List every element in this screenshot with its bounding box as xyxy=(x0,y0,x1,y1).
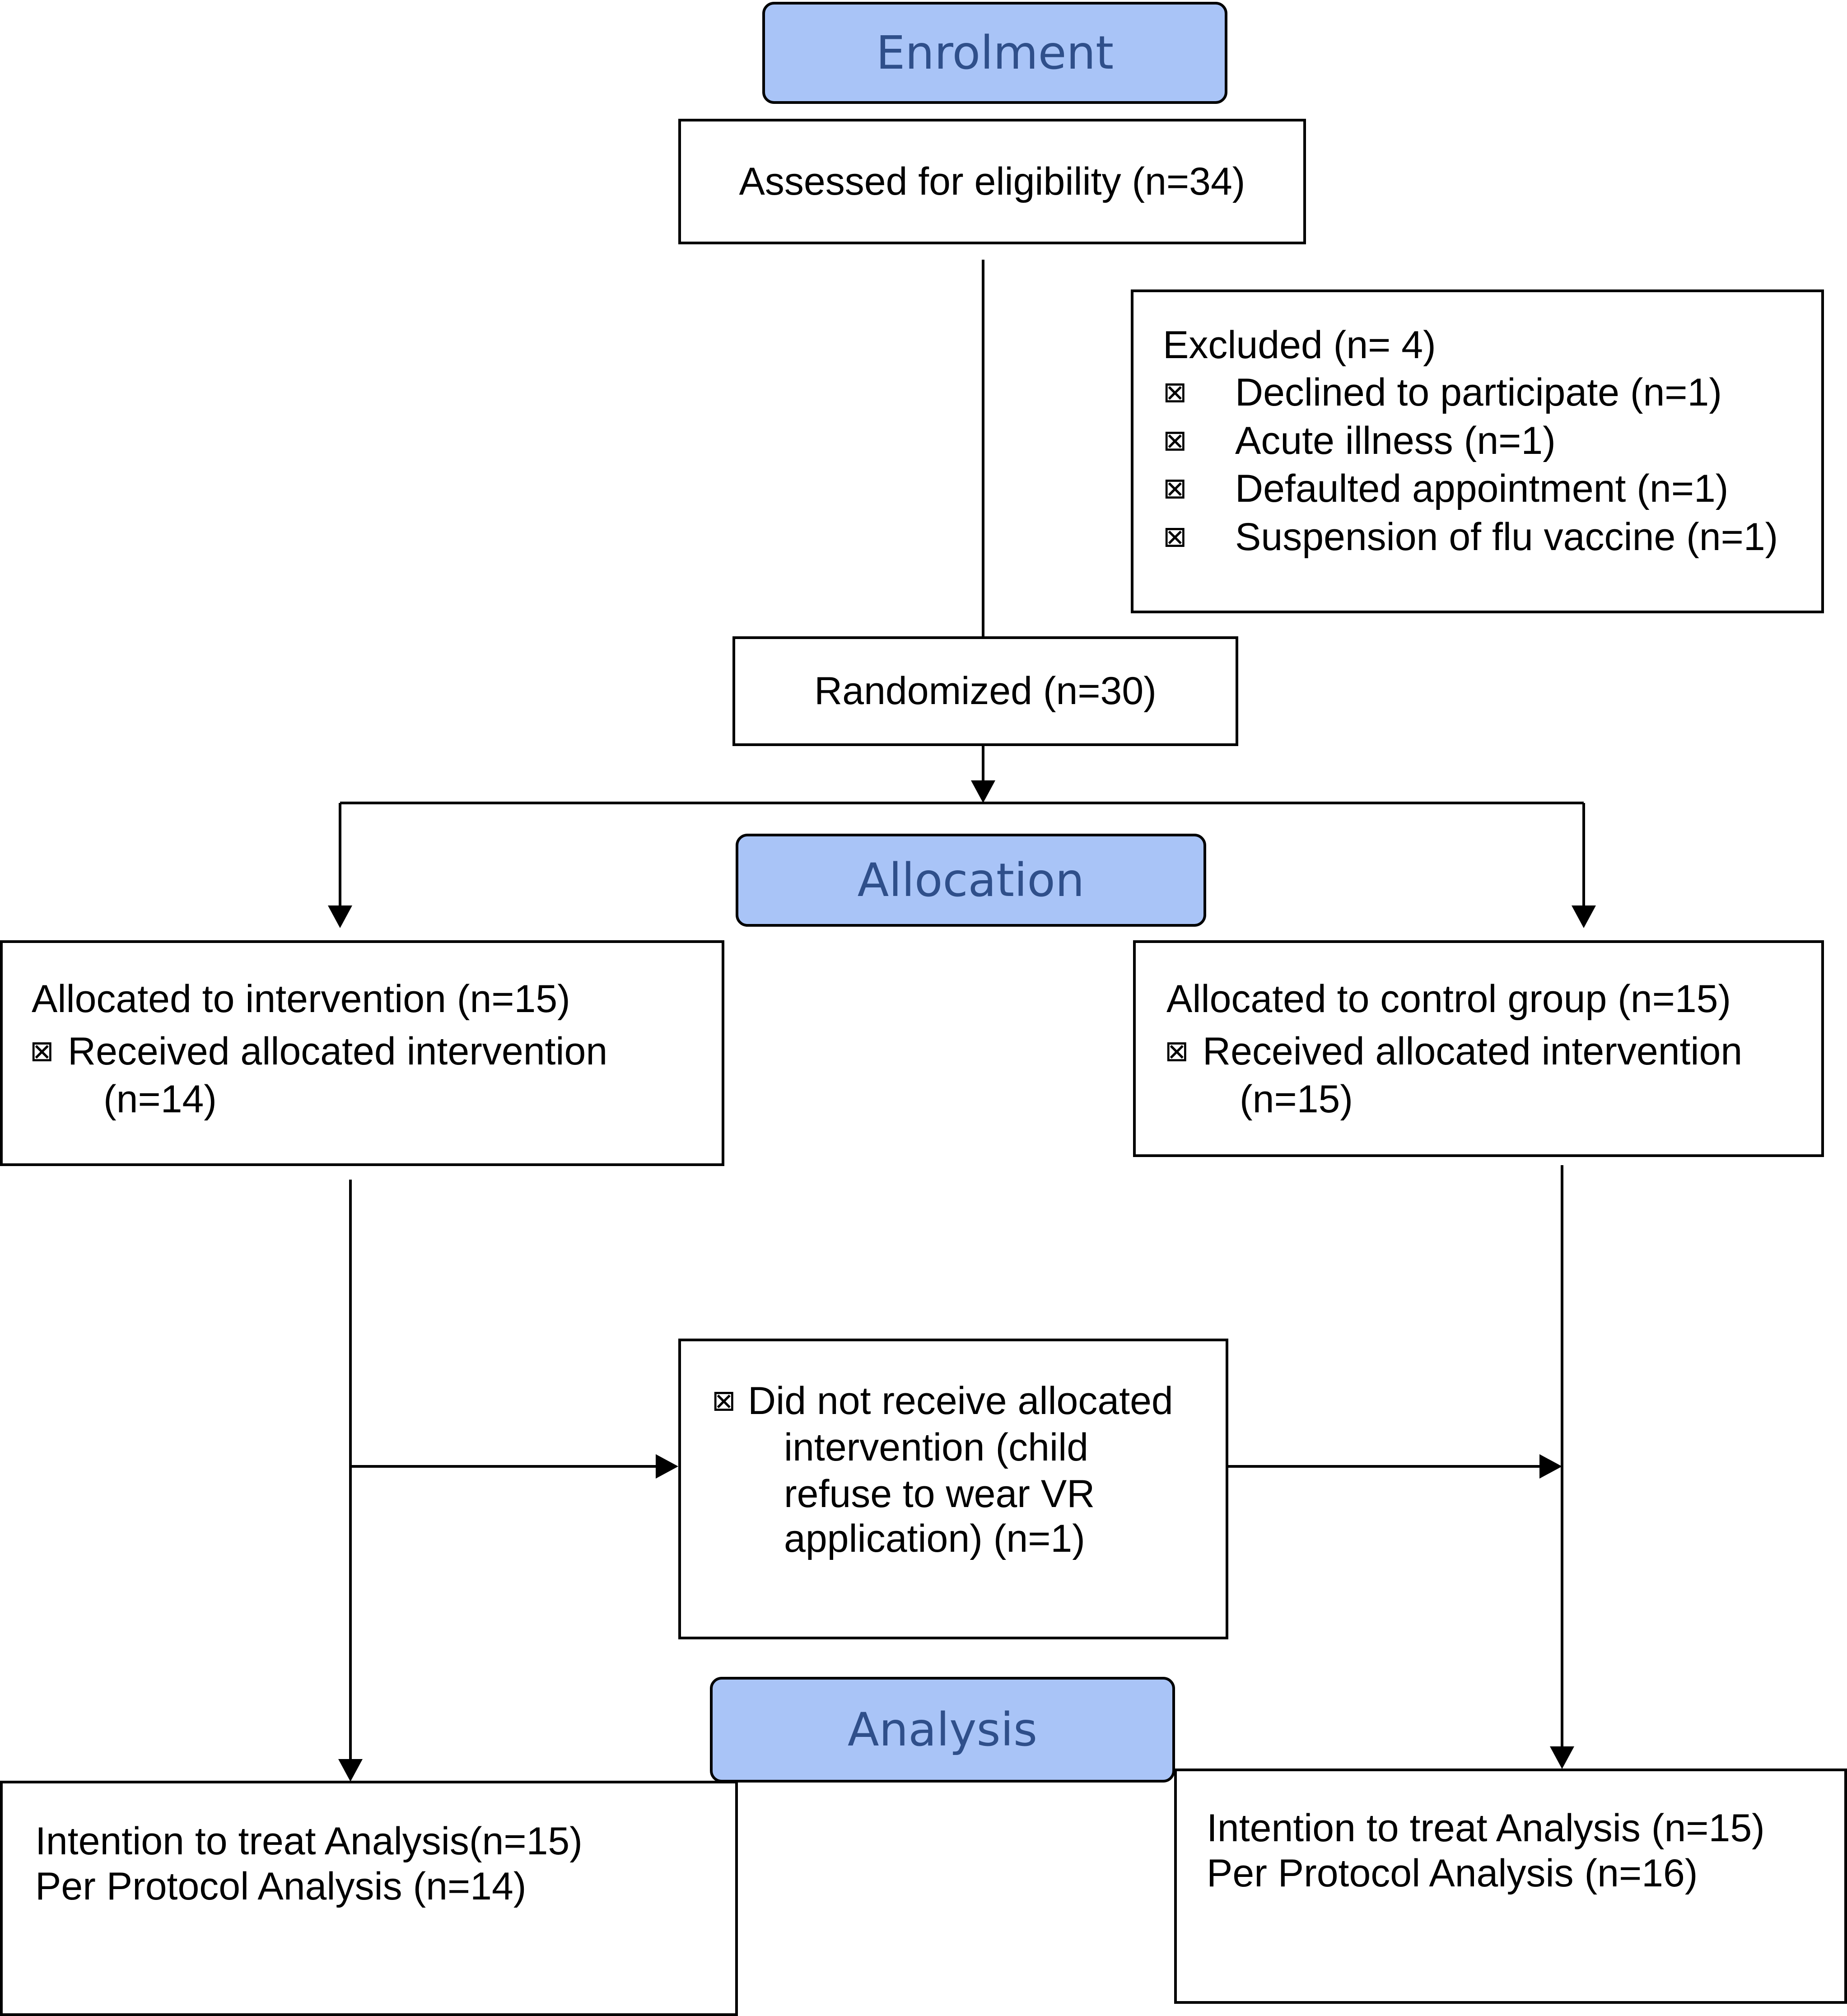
not-received-line: refuse to wear VR xyxy=(784,1472,1095,1516)
excluded-item: Suspension of flu vaccine (n=1) xyxy=(1235,515,1778,559)
phase-allocation-label: Allocation xyxy=(857,853,1085,907)
arrowhead-to-analysis-right xyxy=(1550,1746,1574,1769)
excluded-item: Declined to participate (n=1) xyxy=(1235,371,1722,414)
arrowhead-to-not-received xyxy=(656,1454,678,1479)
assessed-box: Assessed for eligibility (n=34) xyxy=(678,119,1306,244)
arrowhead-to-analysis-left xyxy=(338,1759,363,1782)
checkbox-icon: ⊠ xyxy=(1163,424,1187,457)
checkbox-icon: ⊠ xyxy=(1165,1035,1189,1068)
phase-enrolment-label: Enrolment xyxy=(876,26,1114,80)
analysis-left-itt: Intention to treat Analysis(n=15) xyxy=(35,1820,583,1863)
control-box: Allocated to control group (n=15) ⊠ Rece… xyxy=(1133,940,1824,1157)
intervention-box: Allocated to intervention (n=15) ⊠ Recei… xyxy=(0,940,724,1166)
excluded-item: Defaulted appointment (n=1) xyxy=(1235,467,1729,510)
excluded-title: Excluded (n= 4) xyxy=(1163,323,1436,367)
analysis-right-itt: Intention to treat Analysis (n=15) xyxy=(1207,1806,1765,1850)
not-received-line: intervention (child xyxy=(784,1426,1089,1469)
randomized-box: Randomized (n=30) xyxy=(732,636,1238,746)
analysis-right-box: Intention to treat Analysis (n=15) Per P… xyxy=(1174,1769,1847,2004)
checkbox-icon: ⊠ xyxy=(30,1035,54,1068)
arrowhead-to-control xyxy=(1572,905,1596,928)
arrowhead-randomized xyxy=(971,780,995,803)
checkbox-icon: ⊠ xyxy=(1163,472,1187,505)
checkbox-icon: ⊠ xyxy=(712,1384,736,1418)
analysis-left-pp: Per Protocol Analysis (n=14) xyxy=(35,1865,527,1908)
intervention-received-count: (n=14) xyxy=(103,1078,217,1121)
excluded-item: Acute illness (n=1) xyxy=(1235,419,1556,462)
checkbox-icon: ⊠ xyxy=(1163,376,1187,409)
phase-analysis: Analysis xyxy=(710,1677,1175,1783)
arrowhead-to-control-line xyxy=(1539,1454,1562,1479)
assessed-text: Assessed for eligibility (n=34) xyxy=(739,159,1245,203)
phase-allocation: Allocation xyxy=(736,834,1206,927)
analysis-right-pp: Per Protocol Analysis (n=16) xyxy=(1207,1852,1698,1895)
control-received: Received allocated intervention xyxy=(1203,1030,1743,1073)
phase-analysis-label: Analysis xyxy=(847,1703,1038,1757)
phase-enrolment: Enrolment xyxy=(762,2,1227,104)
intervention-title: Allocated to intervention (n=15) xyxy=(32,977,570,1021)
not-received-line: Did not receive allocated xyxy=(748,1379,1173,1423)
control-received-count: (n=15) xyxy=(1240,1078,1353,1121)
randomized-text: Randomized (n=30) xyxy=(814,669,1157,713)
arrowhead-to-intervention xyxy=(328,905,352,928)
checkbox-icon: ⊠ xyxy=(1163,520,1187,554)
not-received-line: application) (n=1) xyxy=(784,1517,1085,1560)
control-title: Allocated to control group (n=15) xyxy=(1166,977,1731,1021)
excluded-box: Excluded (n= 4) ⊠ Declined to participat… xyxy=(1131,289,1824,613)
analysis-left-box: Intention to treat Analysis(n=15) Per Pr… xyxy=(0,1781,738,2016)
intervention-received: Received allocated intervention xyxy=(68,1030,608,1073)
not-received-box: ⊠ Did not receive allocated intervention… xyxy=(678,1339,1228,1639)
